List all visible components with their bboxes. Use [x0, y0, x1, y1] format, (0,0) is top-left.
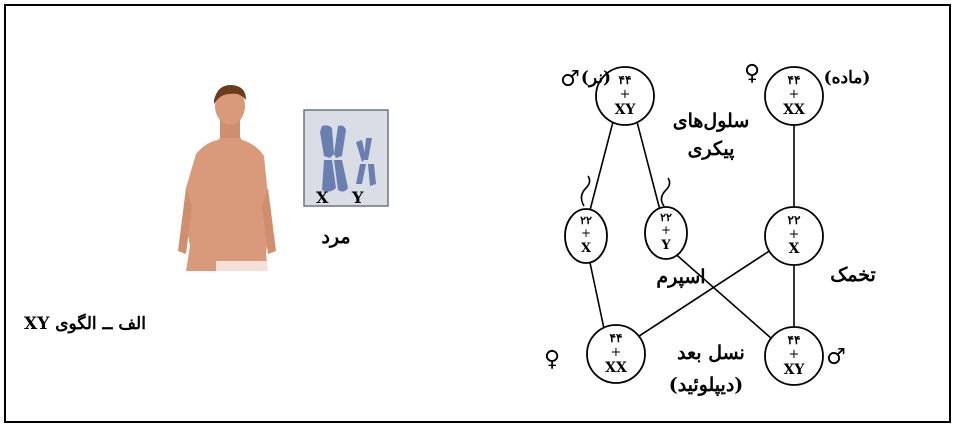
- male-parent-bottom: XY: [615, 102, 637, 118]
- sperm-x-bottom: X: [581, 241, 592, 256]
- man-label: مرد: [321, 226, 351, 248]
- offspring-label-line1: نسل بعد: [677, 342, 745, 364]
- male-parent-mid: +: [620, 87, 631, 102]
- inheritance-diagram: ۴۴ + XY ۴۴ + XX ۲۲ + X ۲۲ + Y ۲۲: [544, 61, 846, 386]
- offspring-female-bottom: XX: [605, 360, 627, 376]
- somatic-label-line1: سلول‌های: [672, 110, 750, 132]
- somatic-label-line2: پیکری: [687, 138, 735, 160]
- sperm-y-top: ۲۲: [660, 211, 672, 224]
- egg-cell: ۲۲ + X: [764, 206, 824, 266]
- sperm-x-cell: ۲۲ + X: [564, 208, 608, 264]
- female-parent-mid: +: [789, 87, 800, 102]
- male-parent-top: ۴۴: [619, 73, 632, 87]
- female-parent-bottom: XX: [783, 102, 805, 118]
- chromosome-letter-x: X: [316, 188, 329, 207]
- sperm-x-mid: +: [581, 226, 591, 240]
- y-chromosome: [356, 138, 376, 186]
- sperm-label: اسپرم: [656, 266, 706, 288]
- figure-caption: الف ــ الگوی XY: [24, 314, 146, 334]
- female-parent-cell: ۴۴ + XX: [764, 66, 824, 126]
- connector-lines: [580, 117, 795, 347]
- offspring-female-mid: +: [611, 345, 622, 360]
- x-chromosome: [320, 125, 348, 192]
- female-parent-label: (ماده): [823, 68, 871, 88]
- male-parent-symbol-icon: ♂: [560, 67, 580, 92]
- sperm-y-cell: ۲۲ + Y: [644, 206, 688, 260]
- figure-frame: X Y مرد الف ــ الگوی XY ۴۴ + XY: [4, 4, 951, 423]
- man-illustration: [178, 84, 389, 276]
- offspring-male-mid: +: [789, 347, 800, 362]
- offspring-male-cell: ۴۴ + XY: [764, 326, 824, 386]
- offspring-female-cell: ۴۴ + XX: [586, 324, 646, 384]
- sperm-y-bottom: Y: [660, 238, 671, 253]
- egg-mid: +: [789, 227, 800, 242]
- chromosome-letter-y: Y: [352, 188, 364, 207]
- female-parent-top: ۴۴: [788, 73, 801, 87]
- offspring-male-symbol-icon: ♂: [826, 345, 846, 370]
- man-body: [178, 84, 276, 276]
- sperm-x-top: ۲۲: [580, 214, 592, 227]
- egg-label: تخمک: [830, 264, 876, 286]
- offspring-female-top: ۴۴: [610, 331, 623, 345]
- egg-bottom: X: [789, 241, 800, 257]
- offspring-label-line2: (دیپلوئید): [668, 374, 744, 396]
- offspring-male-bottom: XY: [784, 362, 806, 378]
- offspring-female-symbol-icon: ♀: [544, 347, 560, 372]
- sperm-y-mid: +: [661, 223, 671, 237]
- caption-text: الف ــ الگوی XY: [24, 314, 146, 334]
- female-parent-symbol-icon: ♀: [744, 61, 760, 86]
- male-parent-cell: ۴۴ + XY: [595, 66, 655, 126]
- offspring-male-top: ۴۴: [788, 333, 801, 347]
- karyotype-box: [303, 109, 389, 207]
- egg-top: ۲۲: [788, 213, 801, 227]
- male-parent-label: (نر): [580, 68, 612, 88]
